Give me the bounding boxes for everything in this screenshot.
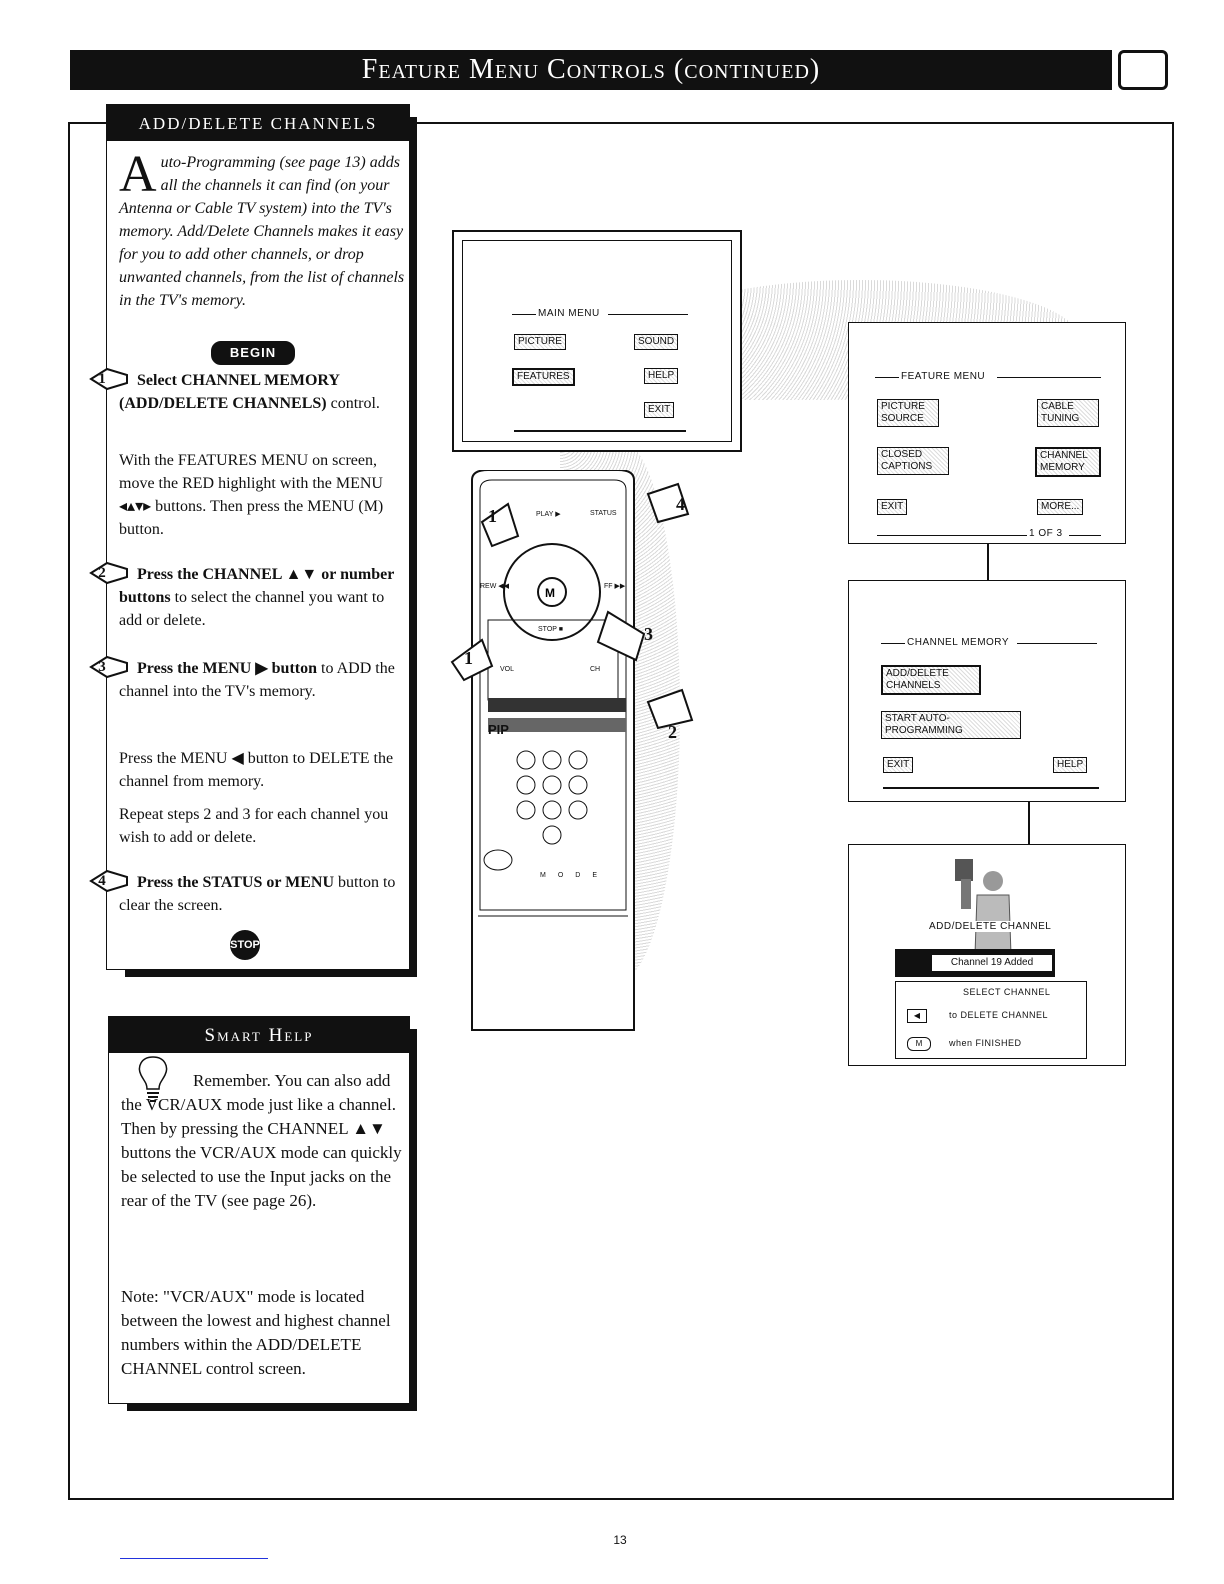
callout-4: 4: [676, 494, 685, 514]
page-header: Feature Menu Controls (continued): [70, 50, 1112, 90]
begin-badge: BEGIN: [211, 341, 295, 365]
menu-button-features[interactable]: FEATURES: [512, 368, 575, 386]
step-3-title: Press the MENU ▶ button: [137, 660, 318, 677]
result-screen: ADD/DELETE CHANNEL Channel 19 Added SELE…: [848, 844, 1126, 1066]
menu-button-start-auto-programming[interactable]: START AUTO-PROGRAMMING: [881, 711, 1021, 739]
step-1: 1 Select CHANNEL MEMORY (ADD/DELETE CHAN…: [89, 367, 409, 415]
status-message: Channel 19 Added: [931, 954, 1053, 972]
remote-label-play: PLAY ▶: [536, 511, 561, 518]
left-arrow-button-icon: ◀: [907, 1009, 927, 1023]
content-frame: [68, 122, 1174, 1500]
remote-label-status: STATUS: [590, 510, 617, 517]
delete-hint-text: to DELETE CHANNEL: [949, 1010, 1049, 1020]
step-3-delete: Press the MENU ◀ button to DELETE the ch…: [119, 750, 394, 790]
stop-icon: STOP: [230, 930, 260, 960]
menu-button-closed-captions[interactable]: CLOSED CAPTIONS: [877, 447, 949, 475]
remote-label-rew: REW ◀◀: [480, 583, 510, 590]
add-delete-heading: ADD/DELETE CHANNELS: [107, 105, 409, 141]
step-1-title: Select CHANNEL MEMORY (ADD/DELETE CHANNE…: [119, 372, 340, 412]
menu-button-picture[interactable]: PICTURE: [514, 334, 566, 350]
result-label: ADD/DELETE CHANNEL: [929, 921, 1052, 932]
menu-button-channel-memory[interactable]: CHANNEL MEMORY: [1035, 447, 1101, 477]
finish-hint-text: when FINISHED: [949, 1038, 1022, 1048]
page-number: 13: [613, 1533, 627, 1547]
callout-1: 1: [488, 506, 497, 526]
screen-inner: [462, 240, 732, 442]
lightbulb-icon: [138, 1056, 168, 1102]
channel-memory-title: CHANNEL MEMORY: [907, 637, 1010, 648]
step-4-title: Press the STATUS or MENU: [137, 874, 335, 891]
menu-m-button-icon: M: [907, 1037, 931, 1051]
intro-dropcap: A: [119, 146, 157, 203]
footer-line: [120, 1558, 268, 1559]
remote-label-stop: STOP ■: [538, 626, 563, 633]
step-number-badge: 1: [89, 367, 129, 391]
menu-button-help[interactable]: HELP: [1053, 757, 1088, 773]
feature-menu-title: FEATURE MENU: [901, 371, 986, 382]
header-tab-marker: [1118, 50, 1168, 90]
step-4: 4 Press the STATUS or MENU button to cle…: [89, 869, 409, 917]
remote-control-illustration: M: [450, 470, 694, 1031]
main-menu-screen: MAIN MENU PICTURE SOUND FEATURES HELP EX…: [452, 230, 742, 452]
remote-label-vol: VOL: [500, 666, 515, 673]
intro-body: uto-Programming (see page 13) adds all t…: [119, 154, 405, 309]
remote-label-mode: MODE: [540, 872, 609, 879]
step-4-text: button to clear the screen.: [119, 874, 396, 914]
step-1-detail: With the FEATURES MENU on screen, move t…: [119, 452, 384, 538]
step-1-text: control.: [326, 395, 380, 412]
channel-memory-screen: CHANNEL MEMORY ADD/DELETE CHANNELS START…: [848, 580, 1126, 802]
svg-text:M: M: [545, 586, 555, 600]
main-menu-title: MAIN MENU: [538, 308, 600, 319]
step-number-badge: 4: [89, 869, 129, 893]
menu-button-exit[interactable]: EXIT: [883, 757, 914, 773]
callout-2: 2: [668, 722, 677, 742]
menu-button-more[interactable]: MORE...: [1037, 499, 1084, 515]
feature-menu-page: 1 OF 3: [1029, 528, 1063, 539]
menu-button-add-delete-channels[interactable]: ADD/DELETE CHANNELS: [881, 665, 981, 695]
step-2: 2 Press the CHANNEL ▲▼ or number buttons…: [89, 561, 409, 632]
step-3-text: to ADD the channel into the TV's memory.: [119, 660, 395, 700]
menu-button-cable-tuning[interactable]: CABLE TUNING: [1037, 399, 1099, 427]
smart-help-panel: Smart Help Remember. You can also add th…: [108, 1016, 417, 1411]
menu-button-picture-source[interactable]: PICTURE SOURCE: [877, 399, 939, 427]
remote-label-ff: FF ▶▶: [604, 583, 626, 590]
select-channel-text: SELECT CHANNEL: [963, 987, 1051, 997]
step-3-repeat: Repeat steps 2 and 3 for each channel yo…: [119, 806, 389, 846]
menu-button-help[interactable]: HELP: [644, 368, 679, 384]
menu-button-exit[interactable]: EXIT: [644, 402, 675, 418]
smart-help-p1: Remember. You can also add the VCR/AUX m…: [121, 1071, 402, 1210]
callout-1b: 1: [464, 648, 473, 668]
step-number-badge: 2: [89, 561, 129, 585]
menu-button-exit[interactable]: EXIT: [877, 499, 908, 515]
step-number-badge: 3: [89, 655, 129, 679]
remote-label-ch: CH: [590, 666, 601, 673]
step-2-text: to select the channel you want to add or…: [119, 589, 385, 629]
remote-label-pip: PIP: [488, 722, 509, 737]
smart-help-heading: Smart Help: [109, 1017, 409, 1053]
menu-button-sound[interactable]: SOUND: [634, 334, 679, 350]
callout-3: 3: [644, 624, 653, 644]
feature-menu-screen: FEATURE MENU PICTURE SOURCE CABLE TUNING…: [848, 322, 1126, 544]
step-2-title: Press the CHANNEL ▲▼ or number buttons: [119, 566, 395, 606]
step-3: 3 Press the MENU ▶ button to ADD the cha…: [89, 655, 409, 703]
smart-help-p2: Note: "VCR/AUX" mode is located between …: [121, 1287, 391, 1378]
